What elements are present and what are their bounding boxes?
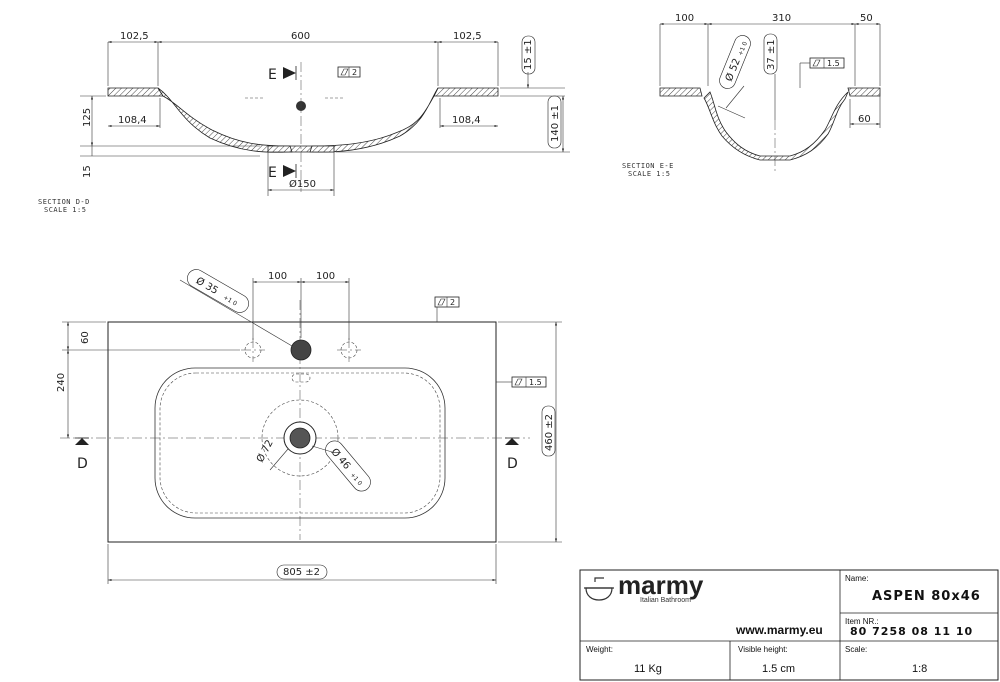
ee-dim-lip: 60: [858, 114, 871, 125]
dd-dim-top-thick: 15 ±1: [523, 39, 534, 70]
item-label: Item NR.:: [845, 617, 879, 626]
ee-dim-c: 50: [860, 13, 873, 24]
plan-cut-right: D: [507, 456, 518, 472]
brand-subtitle: Italian Bathroom: [640, 597, 691, 604]
website-link[interactable]: www.marmy.eu: [735, 623, 823, 637]
dd-dim-inner-right: 108,4: [452, 115, 481, 126]
brand-logo: marmy: [618, 570, 704, 600]
weight-label: Weight:: [586, 645, 613, 654]
dd-cut-top: E: [268, 67, 277, 83]
dd-flatness: 2: [352, 68, 357, 77]
plan-dim-width: 805 ±2: [283, 567, 320, 578]
height-value: 1.5 cm: [762, 663, 795, 675]
plan-dim-tap-offset: 60: [80, 331, 91, 344]
section-dd: 102,5 600 102,5 15 ±1 140 ±1 125 15 108,…: [38, 31, 570, 214]
ee-caption-2: SCALE 1:5: [628, 170, 670, 178]
name-label: Name:: [845, 574, 869, 583]
dd-caption-2: SCALE 1:5: [44, 206, 86, 214]
name-value: ASPEN 80x46: [872, 589, 981, 604]
dd-dim-mid: 600: [291, 31, 310, 42]
ee-dim-a: 100: [675, 13, 694, 24]
title-block: marmy Italian Bathroom www.marmy.eu Name…: [579, 569, 999, 681]
plan-view: 100 100 Ø 35 +1 0 2 1.5 60 240 4: [56, 269, 562, 584]
weight-value: 11 Kg: [634, 663, 662, 675]
dd-dim-overall-h: 140 ±1: [550, 105, 561, 142]
dd-dim-inner-left: 108,4: [118, 115, 147, 126]
dd-dim-left: 102,5: [120, 31, 149, 42]
ee-dim-b: 310: [772, 13, 791, 24]
plan-dim-drain-offset: 240: [56, 373, 67, 392]
scale-value: 1:8: [912, 663, 927, 675]
plan-dim-spacing-left: 100: [268, 271, 287, 282]
item-value: 80 7258 08 11 10: [850, 625, 973, 638]
ee-flatness: 1.5: [827, 59, 840, 68]
dd-dim-right: 102,5: [453, 31, 482, 42]
sink-logo-icon: [584, 577, 614, 601]
plan-flatness-top: 2: [450, 298, 455, 307]
plan-dim-depth: 460 ±2: [544, 414, 555, 451]
plan-dim-spacing-right: 100: [316, 271, 335, 282]
dd-cut-bottom: E: [268, 165, 277, 181]
dd-caption-1: SECTION D-D: [38, 198, 90, 206]
plan-cut-left: D: [77, 456, 88, 472]
plan-flatness-side: 1.5: [529, 378, 542, 387]
scale-label: Scale:: [845, 645, 867, 654]
ee-caption-1: SECTION E-E: [622, 162, 674, 170]
section-ee: 100 310 50 Ø 52 +1 0 37 ±1 1.5 60 SECTIO…: [622, 13, 881, 178]
height-label: Visible height:: [738, 645, 788, 654]
dd-dim-bottom: 15: [82, 165, 93, 178]
dd-dim-drain: Ø150: [289, 178, 316, 190]
ee-dim-depth: 37 ±1: [766, 39, 777, 70]
dd-dim-height: 125: [82, 108, 93, 127]
